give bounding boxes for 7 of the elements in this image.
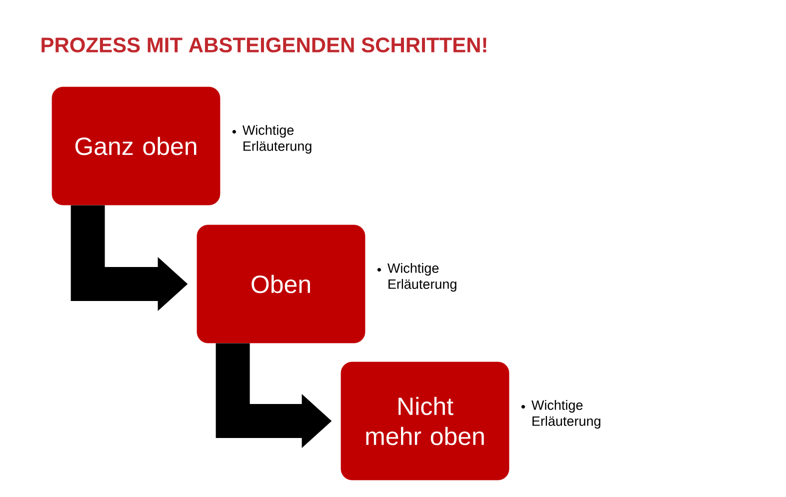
process-box: Nicht mehr oben [340,362,510,480]
process-box: Oben [196,224,366,344]
note-text: Wichtige Erläuterung [387,263,456,292]
title: PROZESS MIT ABSTEIGENDEN SCHRITTEN! [42,38,486,52]
note-text: Wichtige Erläuterung [531,400,600,429]
note-text: Wichtige Erläuterung [242,125,312,154]
process-box: Ganz oben [52,86,220,206]
